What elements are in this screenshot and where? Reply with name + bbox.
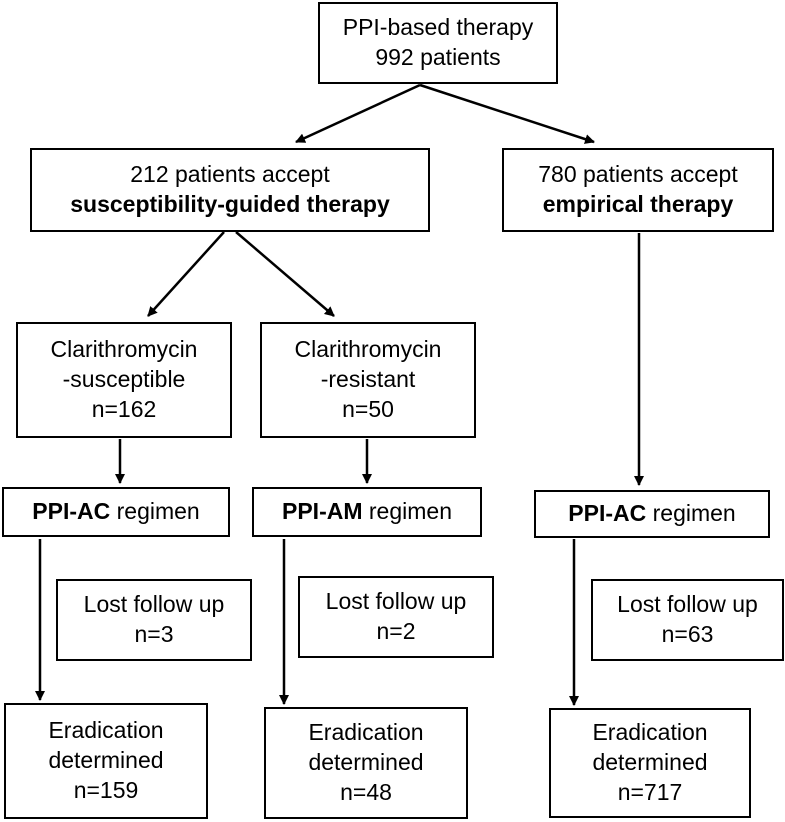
node-eradication-determined-1: Eradication determined n=159 (4, 703, 208, 819)
node-therapy-type: susceptibility-guided therapy (70, 191, 390, 217)
lost-count: n=3 (134, 621, 174, 647)
node-ppi-ac-regimen-guided: PPI-AC regimen (2, 487, 230, 537)
node-label: 780 patients accept (538, 161, 738, 188)
node-ppi-ac-regimen-empirical: PPI-AC regimen (534, 490, 770, 538)
node-label-suffix: -resistant (320, 366, 416, 393)
regimen-name: PPI-AM (282, 498, 363, 525)
lost-label: Lost follow up (83, 591, 225, 618)
arrow-root-to-empirical (419, 83, 595, 144)
eradication-label: Eradication (592, 719, 708, 746)
node-eradication-determined-3: Eradication determined n=717 (549, 708, 751, 818)
node-lost-follow-up-2: Lost follow up n=2 (298, 576, 494, 658)
regimen-label: PPI-AM regimen (282, 497, 452, 527)
eradication-label: Eradication (308, 719, 424, 746)
lost-label: Lost follow up (617, 591, 758, 618)
lost-count: n=63 (661, 621, 714, 647)
node-count: n=162 (91, 395, 157, 422)
node-empirical-therapy: 780 patients accept empirical therapy (502, 148, 774, 232)
node-label: PPI-based therapy (342, 14, 534, 41)
eradication-label-suffix: determined (308, 749, 424, 776)
eradication-label-suffix: determined (592, 749, 708, 776)
regimen-name: PPI-AC (32, 498, 111, 525)
eradication-label-suffix: determined (48, 747, 164, 774)
node-count: n=50 (342, 395, 394, 422)
arrow-root-to-guided (295, 83, 421, 144)
node-lost-follow-up-1: Lost follow up n=3 (56, 579, 252, 661)
node-label-suffix: -susceptible (62, 366, 186, 393)
node-ppi-based-therapy: PPI-based therapy 992 patients (318, 2, 558, 84)
arrow-guided-to-resistant (235, 231, 335, 317)
eradication-label: Eradication (48, 717, 164, 744)
regimen-name: PPI-AC (568, 500, 647, 527)
node-label: Clarithromycin (50, 336, 198, 363)
node-lost-follow-up-3: Lost follow up n=63 (591, 579, 784, 661)
node-count: 992 patients (375, 44, 501, 70)
regimen-suffix: regimen (646, 500, 736, 527)
node-eradication-determined-2: Eradication determined n=48 (264, 707, 468, 819)
node-clarithromycin-susceptible: Clarithromycin -susceptible n=162 (16, 322, 232, 438)
node-susceptibility-guided: 212 patients accept susceptibility-guide… (30, 148, 430, 232)
node-clarithromycin-resistant: Clarithromycin -resistant n=50 (260, 322, 476, 438)
eradication-count: n=717 (617, 778, 683, 805)
regimen-suffix: regimen (110, 498, 200, 525)
regimen-label: PPI-AC regimen (568, 499, 735, 529)
lost-count: n=2 (376, 618, 416, 644)
lost-label: Lost follow up (325, 588, 467, 615)
regimen-suffix: regimen (362, 498, 452, 525)
eradication-count: n=159 (73, 776, 139, 803)
regimen-label: PPI-AC regimen (32, 497, 199, 527)
node-ppi-am-regimen: PPI-AM regimen (252, 487, 482, 537)
node-therapy-type: empirical therapy (542, 191, 734, 217)
node-label: 212 patients accept (130, 161, 330, 188)
arrow-guided-to-susceptible (147, 231, 225, 317)
eradication-count: n=48 (340, 778, 392, 805)
node-label: Clarithromycin (294, 336, 442, 363)
